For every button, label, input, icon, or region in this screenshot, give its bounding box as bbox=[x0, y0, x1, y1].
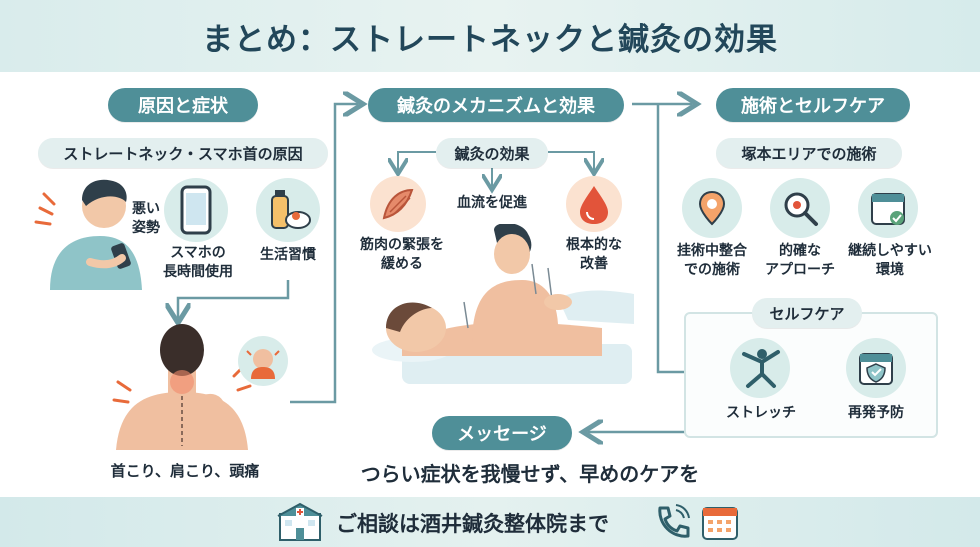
headache-icon bbox=[246, 349, 280, 379]
person-using-phone-icon bbox=[34, 179, 142, 290]
headache-icon-circle bbox=[238, 336, 288, 386]
phone-icon[interactable] bbox=[652, 502, 692, 542]
title-bar: まとめ：ストレートネックと鍼灸の効果 bbox=[0, 0, 980, 72]
treatment-item-1-label: 挂術中整合 での施術 bbox=[677, 243, 747, 278]
footer-bar bbox=[0, 497, 980, 547]
treatment-heading-text: 施術とセルフケア bbox=[741, 96, 885, 117]
stretch-icon-circle bbox=[730, 338, 790, 398]
location-pin-icon bbox=[698, 190, 726, 226]
mechanism-heading: 鍼灸のメカニズムと効果 bbox=[368, 88, 624, 122]
selfcare-label-text: セルフケア bbox=[769, 304, 845, 323]
footer-text: ご相談は酒井鍼灸整体院まで bbox=[336, 512, 609, 536]
effect-root-label: 根本的な 改善 bbox=[566, 237, 622, 272]
symptoms-text: 首こり、肩こり、頭痛 bbox=[110, 462, 260, 480]
treatment-item-3-label: 継続しやすい 環境 bbox=[848, 243, 932, 278]
effect-muscle-label: 筋肉の緊張を 緩める bbox=[360, 237, 444, 272]
message-label-text: メッセージ bbox=[457, 424, 547, 445]
causes-heading-text: 原因と症状 bbox=[138, 96, 228, 117]
area-label: 塚本エリアでの施術 bbox=[716, 138, 902, 168]
muscle-icon-circle bbox=[370, 176, 426, 232]
smartphone-icon-circle bbox=[164, 178, 228, 242]
calendar-shield-icon-circle bbox=[846, 338, 906, 398]
selfcare-prevention-label: 再発予防 bbox=[848, 405, 904, 421]
calendar-icon[interactable] bbox=[700, 502, 740, 542]
causes-subheading: ストレートネック・スマホ首の原因 bbox=[38, 138, 328, 168]
magnifier-target-icon-circle bbox=[770, 178, 830, 238]
food-bottle-icon bbox=[271, 190, 311, 229]
calendar-check-icon bbox=[871, 193, 905, 225]
causes-heading: 原因と症状 bbox=[108, 88, 258, 122]
area-label-text: 塚本エリアでの施術 bbox=[741, 144, 877, 163]
food-bottle-icon-circle bbox=[256, 178, 320, 242]
effects-label-text: 鍼灸の効果 bbox=[454, 144, 530, 163]
drop-icon bbox=[580, 186, 608, 224]
cause-lifestyle-label: 生活習慣 bbox=[260, 247, 316, 263]
calendar-check-icon-circle bbox=[858, 178, 918, 238]
drop-icon-circle bbox=[566, 176, 622, 232]
magnifier-target-icon bbox=[784, 192, 818, 226]
acupuncture-treatment-illustration bbox=[372, 224, 634, 384]
clinic-building-icon bbox=[277, 502, 323, 541]
cause-posture-label: 悪い 姿勢 bbox=[132, 201, 160, 236]
selfcare-label: セルフケア bbox=[752, 298, 862, 328]
message-label: メッセージ bbox=[432, 416, 572, 450]
cause-phone-label: スマホの 長時間使用 bbox=[163, 245, 233, 280]
selfcare-stretch-label: ストレッチ bbox=[726, 405, 796, 421]
stretch-icon bbox=[742, 349, 780, 388]
calendar-shield-icon bbox=[859, 353, 893, 385]
location-pin-icon-circle bbox=[682, 178, 742, 238]
page-title: まとめ：ストレートネックと鍼灸の効果 bbox=[202, 21, 778, 58]
smartphone-icon bbox=[180, 185, 212, 235]
effect-bloodflow-label: 血流を促進 bbox=[457, 195, 527, 211]
mechanism-heading-text: 鍼灸のメカニズムと効果 bbox=[397, 96, 595, 117]
treatment-heading: 施術とセルフケア bbox=[716, 88, 910, 122]
causes-subheading-text: ストレートネック・スマホ首の原因 bbox=[63, 144, 303, 163]
effects-label: 鍼灸の効果 bbox=[436, 138, 548, 168]
treatment-item-2-label: 的確な アプローチ bbox=[765, 243, 835, 278]
message-text: つらい症状を我慢せず、早めのケアを bbox=[360, 462, 700, 486]
muscle-icon bbox=[382, 188, 414, 220]
neck-pain-back-icon bbox=[112, 324, 252, 450]
